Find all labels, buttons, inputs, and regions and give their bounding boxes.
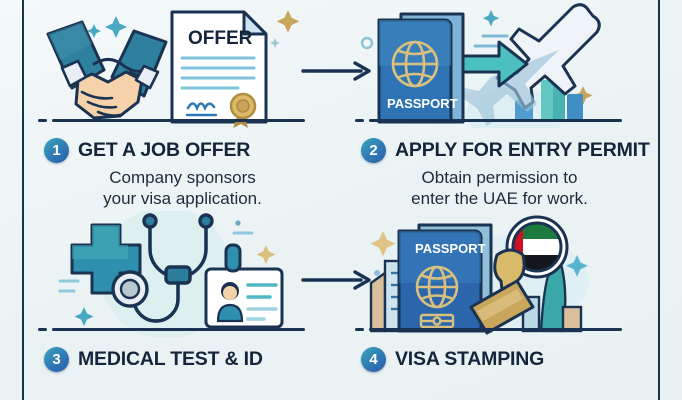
passport-arrow-icon (457, 40, 528, 88)
ground-line (38, 328, 305, 332)
step-1-illustration: OFFER (30, 0, 335, 128)
step-number-badge: 1 (44, 138, 69, 163)
avatar (216, 282, 243, 323)
handshake-icon (46, 20, 167, 120)
step-4-illustration: PASSPORT (347, 209, 652, 337)
step-2-illustration: PASSPORT (347, 0, 652, 128)
globe-emblem-icon (415, 266, 458, 309)
step-4: PASSPORT (341, 209, 658, 400)
step-description: Company sponsors your visa application. (30, 168, 335, 209)
flow-arrow-icon (301, 61, 371, 81)
stethoscope-icon (110, 213, 214, 324)
dot-decor-icon (360, 36, 373, 50)
step-2: PASSPORT 2 APPLY FOR ENTRY PERMIT Obtain… (341, 0, 658, 209)
step-title: MEDICAL TEST & ID (78, 348, 263, 371)
dot-decor-icon (234, 220, 241, 227)
step-number-badge: 3 (44, 347, 69, 373)
ground-line (355, 328, 622, 332)
rubber-stamp-icon (469, 248, 534, 335)
dash-decor-icon (58, 231, 253, 293)
sparkle-gold-icon (276, 10, 299, 33)
step-title: GET A JOB OFFER (78, 139, 251, 161)
frame-border-right (658, 0, 660, 400)
step-3-illustration (30, 209, 335, 338)
step-3: 3 MEDICAL TEST & ID (24, 209, 371, 400)
frame-border-left (22, 0, 24, 400)
step-title: VISA STAMPING (395, 348, 545, 371)
airplane-icon (458, 3, 601, 126)
biometric-symbol-icon (419, 314, 454, 329)
ground-line (38, 119, 305, 122)
step-description-line-2: your visa application. (103, 188, 262, 208)
step-number-badge: 2 (361, 138, 386, 163)
sparkle-gold-icon (573, 86, 592, 105)
city-skyline-icon (369, 256, 582, 333)
svg-text:OFFER: OFFER (188, 28, 253, 49)
flow-arrow-icon (301, 270, 371, 291)
sparkle-icon (74, 307, 93, 327)
step-description-line-2: enter the UAE for work. (411, 188, 588, 208)
step-description-line-1: Company sponsors (109, 168, 256, 187)
sparkle-gold-icon (256, 245, 275, 265)
step-description-line-1: Obtain permission to (421, 168, 578, 187)
sparkle-small-icon (269, 38, 280, 48)
sparkle-icon (565, 255, 588, 278)
step-title: APPLY FOR ENTRY PERMIT (395, 139, 650, 161)
offer-document-icon: OFFER (170, 10, 267, 128)
id-card-icon (204, 243, 283, 332)
dot-decor-icon (373, 270, 380, 277)
step-4-heading: 4 VISA STAMPING (347, 347, 652, 373)
svg-text:PASSPORT: PASSPORT (387, 96, 458, 111)
sparkle-icon (482, 10, 499, 27)
step-2-heading: 2 APPLY FOR ENTRY PERMIT (347, 138, 652, 163)
globe-emblem-icon (391, 40, 438, 88)
sparkle-gold-icon (369, 231, 396, 257)
step-number-badge: 4 (361, 347, 386, 373)
steps-grid: OFFER (24, 0, 658, 400)
passport-icon: PASSPORT (377, 12, 464, 124)
svg-text:PASSPORT: PASSPORT (415, 241, 486, 256)
step-description: Obtain permission to enter the UAE for w… (347, 168, 652, 209)
step-1: OFFER (24, 0, 371, 209)
step-3-heading: 3 MEDICAL TEST & ID (30, 347, 335, 373)
ground-line (355, 119, 622, 122)
step-1-heading: 1 GET A JOB OFFER (30, 138, 335, 163)
